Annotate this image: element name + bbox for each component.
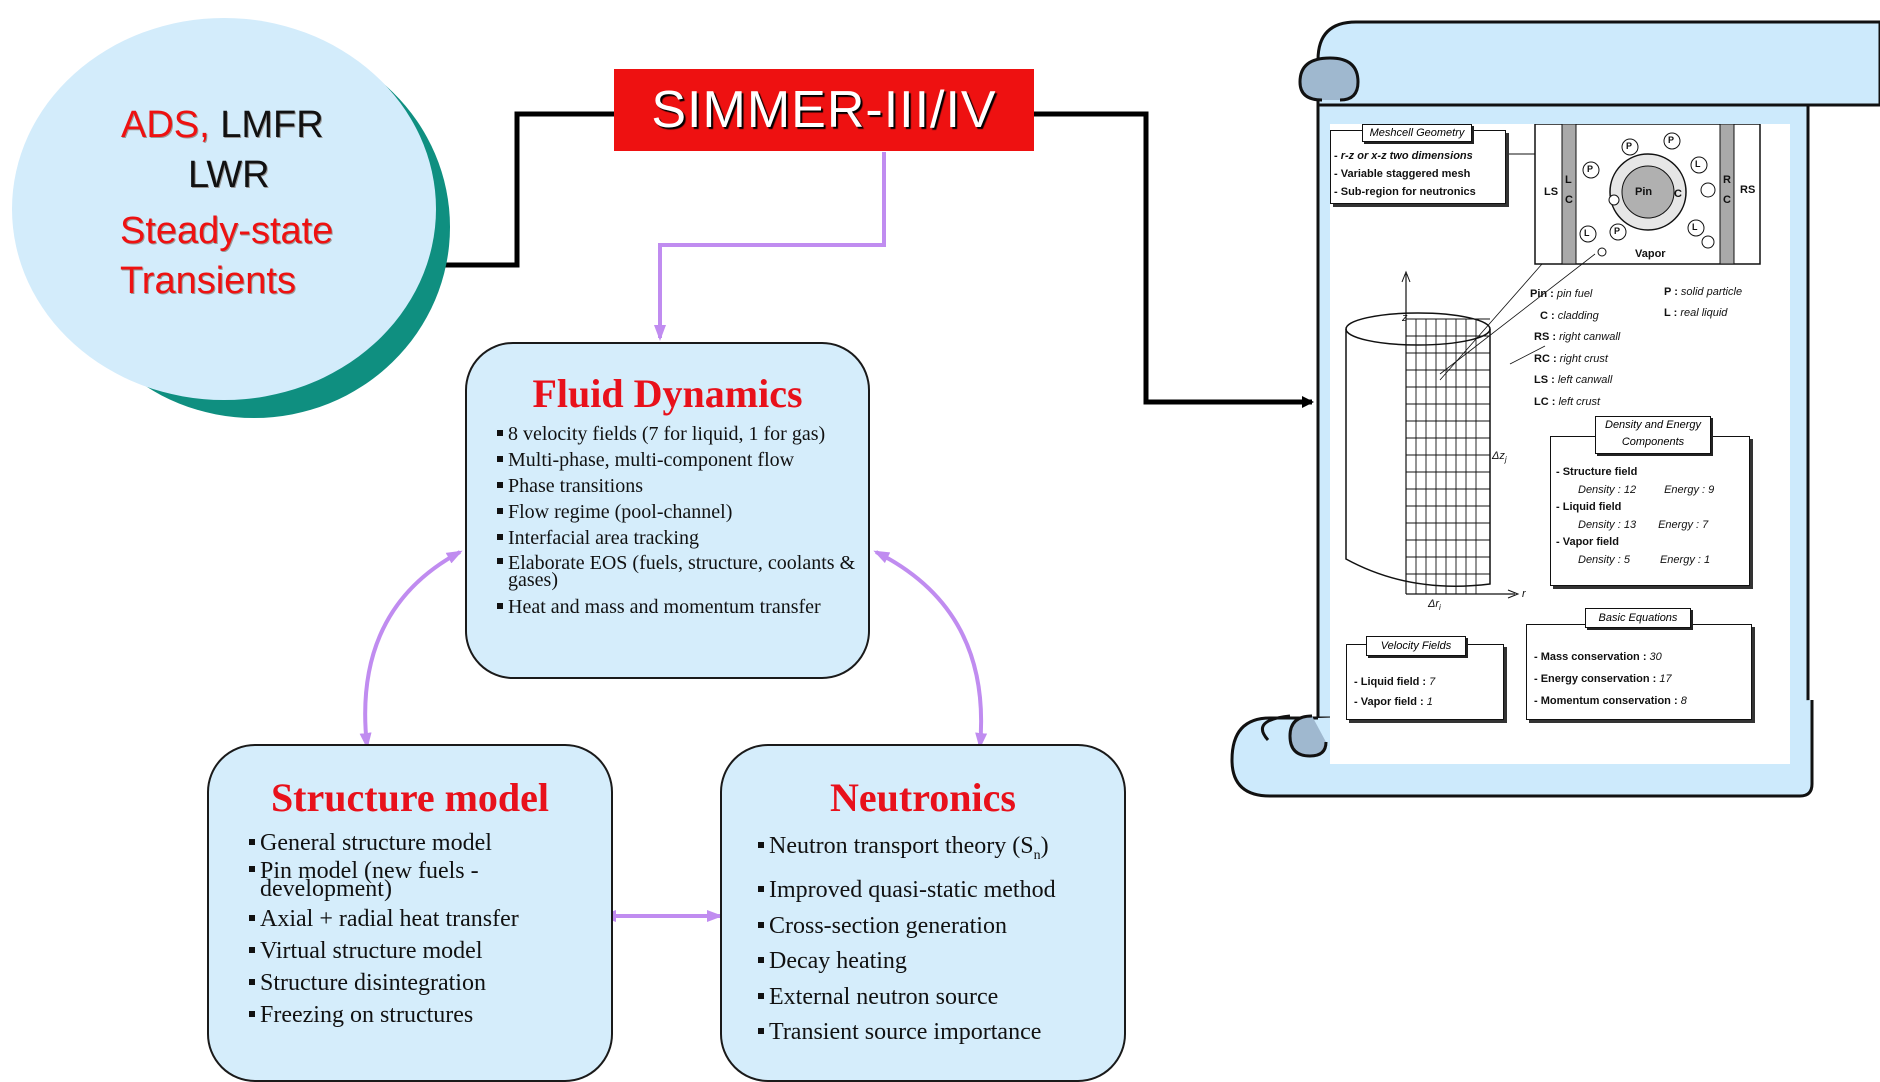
l-label: L (1584, 228, 1590, 238)
neutronics-heading: Neutronics (830, 775, 1016, 820)
transients-label: Transients (120, 260, 296, 302)
list-item: Cross-section generation (758, 909, 1124, 945)
list-item: Multi-phase, multi-component flow (497, 447, 868, 473)
fluid-dynamics-list: 8 velocity fields (7 for liquid, 1 for g… (497, 421, 868, 620)
applications-circle (12, 18, 436, 400)
list-item: Virtual structure model (249, 935, 611, 967)
structure-model-list: General structure model Pin model (new f… (249, 827, 611, 1031)
velocity-fields-items: - Liquid field : 7 - Vapor field : 1 (1354, 676, 1436, 708)
figure-drawing (1345, 124, 1761, 599)
meshcell-geometry-box (1330, 130, 1506, 204)
l-label: L (1565, 174, 1572, 186)
cell-legend: Pin : pin fuel C : cladding RS : right c… (1530, 288, 1621, 408)
c-label: C (1565, 194, 1573, 206)
velocity-fields-title: Velocity Fields (1366, 636, 1466, 656)
ls-label: LS (1544, 186, 1559, 198)
r-label: R (1723, 174, 1731, 186)
z-axis-label: z (1402, 312, 1408, 324)
simmer-model-figure: Meshcell Geometry - r-z or x-z two dimen… (1330, 124, 1790, 764)
list-item: Interfacial area tracking (497, 525, 868, 551)
meshcell-item: - r-z or x-z two dimensions (1334, 150, 1473, 162)
ads-label: ADS, (121, 104, 210, 146)
r-axis-label: r (1522, 588, 1526, 600)
arrow-fluid-structure (359, 550, 463, 749)
structure-model-heading: Structure model (270, 775, 550, 820)
p-label: P (1614, 226, 1621, 236)
lmfr-label: LMFR (220, 104, 324, 146)
list-item: Transient source importance (758, 1015, 1124, 1051)
arrow-title-to-figure (1034, 111, 1314, 408)
structure-model-box: Structure model General structure model … (207, 744, 613, 1082)
meshcell-geometry-title: Meshcell Geometry (1362, 124, 1472, 142)
density-energy-box (1550, 436, 1750, 586)
applications-text: ADS, LMFR LWR Steady-state Transients (60, 100, 390, 306)
basic-equations-title: Basic Equations (1585, 608, 1691, 628)
title-box: SIMMER-III/IV (614, 69, 1034, 151)
list-item: General structure model (249, 827, 611, 859)
l-label: L (1692, 222, 1698, 232)
list-item: External neutron source (758, 980, 1124, 1016)
p-label: P (1587, 164, 1594, 174)
arrow-fluid-neutronics (873, 550, 988, 749)
circle-line-1: ADS, LMFR (60, 100, 390, 150)
steady-state-label: Steady-state (120, 210, 334, 252)
list-item: 8 velocity fields (7 for liquid, 1 for g… (497, 421, 868, 447)
p-label: P (1626, 141, 1633, 151)
c-label: C (1674, 188, 1682, 200)
pin-label: Pin (1635, 186, 1653, 198)
list-item: Elaborate EOS (fuels, structure, coolant… (497, 551, 868, 594)
fluid-dynamics-heading: Fluid Dynamics (532, 371, 803, 416)
basic-equations-items: - Mass conservation : 30 - Energy conser… (1534, 651, 1687, 707)
list-item: Structure disintegration (249, 967, 611, 999)
density-energy-title: Density and Energy Components (1595, 416, 1711, 454)
lwr-label: LWR (188, 154, 270, 196)
arrow-title-to-fluid (654, 152, 886, 341)
list-item: Heat and mass and momentum transfer (497, 594, 868, 620)
list-item: Neutron transport theory (Sn) (758, 829, 1124, 873)
arrow-title-to-circle (390, 111, 614, 271)
list-item: Axial + radial heat transfer (249, 903, 611, 935)
particle-legend: P : solid particle L : real liquid (1664, 286, 1743, 319)
list-item: Improved quasi-static method (758, 873, 1124, 909)
c-label: C (1723, 194, 1731, 206)
l-label: L (1695, 159, 1701, 169)
list-item: Phase transitions (497, 473, 868, 499)
dz-label: Δzj (1492, 450, 1507, 465)
vapor-label: Vapor (1635, 248, 1666, 260)
list-item: Freezing on structures (249, 999, 611, 1031)
meshcell-item: - Variable staggered mesh (1334, 168, 1471, 180)
fluid-dynamics-box: Fluid Dynamics 8 velocity fields (7 for … (465, 342, 870, 679)
p-label: P (1668, 135, 1675, 145)
meshcell-item: - Sub-region for neutronics (1334, 186, 1476, 198)
list-item: Flow regime (pool-channel) (497, 499, 868, 525)
neutronics-list: Neutron transport theory (Sn) Improved q… (758, 829, 1124, 1051)
dr-label: Δri (1428, 598, 1441, 613)
neutronics-box: Neutronics Neutron transport theory (Sn)… (720, 744, 1126, 1082)
rs-label: RS (1740, 184, 1756, 196)
list-item: Decay heating (758, 944, 1124, 980)
list-item: Pin model (new fuels - development) (249, 859, 550, 903)
